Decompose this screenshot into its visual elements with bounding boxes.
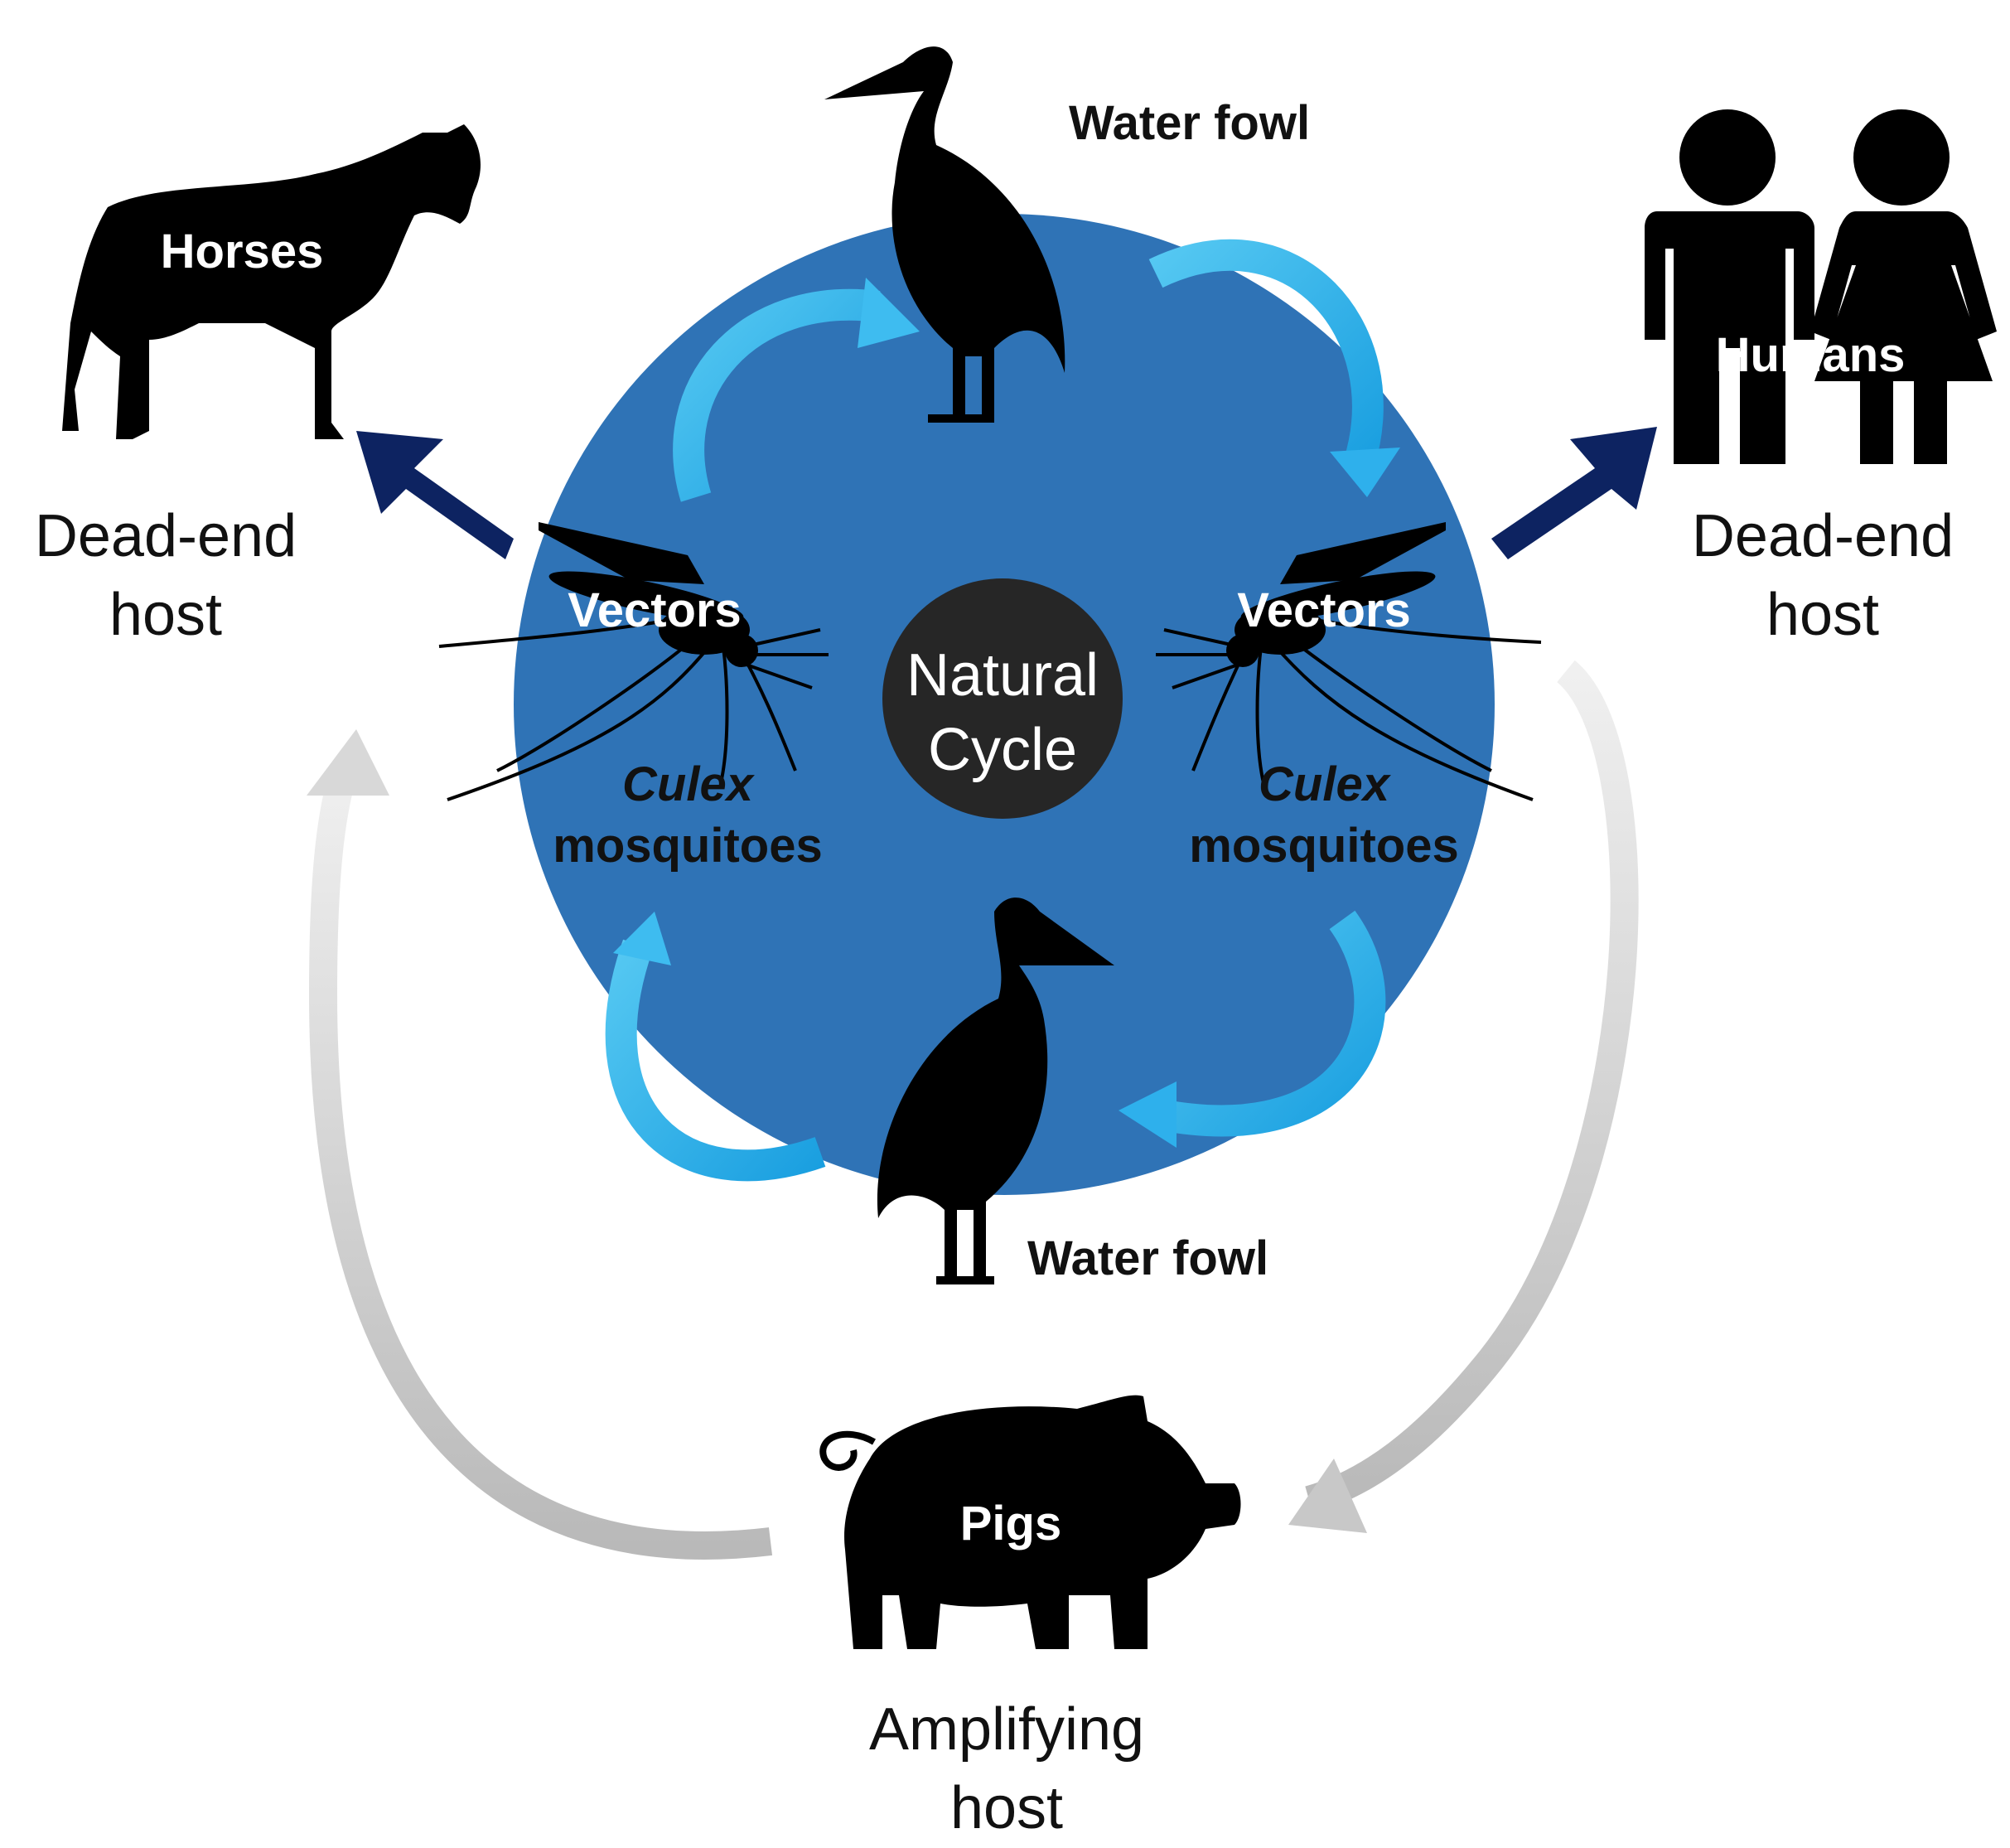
horses-label: Horses [160, 225, 324, 278]
humans-role-line1: Dead-end [1691, 503, 1954, 569]
arrow-to-horses [356, 431, 514, 559]
arrowhead-to-bottom-fowl [1119, 1081, 1177, 1148]
arrowhead-to-right-vector [1330, 447, 1400, 497]
culex-right-common: mosquitoes [1189, 819, 1459, 873]
culex-left-common: mosquitoes [553, 819, 823, 873]
culex-right-label: Culex mosquitoes [1189, 754, 1459, 877]
humans-role-line2: host [1766, 582, 1880, 649]
stork-icon [877, 897, 1114, 1284]
people-icon [1645, 109, 1997, 464]
pigs-role-line2: host [949, 1775, 1064, 1842]
pig-cycle-arrows [307, 660, 1639, 1560]
pigs-role: Amplifying host [869, 1691, 1144, 1848]
center-label-line2: Cycle [927, 717, 1078, 783]
stork-icon [824, 46, 1065, 423]
vectors-left-label: Vectors [568, 583, 742, 637]
waterfowl-bottom-label: Water fowl [1027, 1231, 1269, 1285]
right-to-pig-arrowhead [1288, 1459, 1367, 1533]
humans-role: Dead-end host [1692, 497, 1954, 655]
pig-to-left-arrowhead [307, 729, 389, 796]
culex-left-genus: Culex [622, 757, 753, 811]
pig-icon [819, 1395, 1241, 1649]
culex-left-label: Culex mosquitoes [553, 754, 823, 877]
pigs-role-line1: Amplifying [868, 1696, 1145, 1763]
dead-end-arrows [356, 427, 1657, 559]
pigs-label: Pigs [959, 1497, 1062, 1550]
culex-right-genus: Culex [1259, 757, 1389, 811]
center-label: Natural Cycle [906, 638, 1099, 787]
arrowhead-to-left-vector [613, 912, 671, 965]
horse-icon [62, 124, 481, 439]
center-label-line1: Natural [906, 642, 1099, 709]
waterfowl-top-label: Water fowl [1069, 96, 1311, 150]
pig-to-left-vector-arrow [308, 767, 773, 1560]
mosquito-icon [438, 522, 829, 801]
horses-role: Dead-end host [35, 497, 297, 655]
horses-role-line2: host [109, 582, 223, 649]
mosquito-icon [1156, 522, 1542, 801]
arrowhead-to-top-fowl [858, 278, 920, 348]
horses-role-line1: Dead-end [34, 503, 297, 569]
inner-cycle-arrows [605, 239, 1400, 1182]
humans-label: Humans [1715, 328, 1906, 382]
right-vector-to-pig-arrow [1305, 660, 1639, 1514]
vectors-right-label: Vectors [1237, 583, 1411, 637]
arrow-to-humans [1491, 427, 1657, 559]
center-disc [882, 578, 1123, 819]
